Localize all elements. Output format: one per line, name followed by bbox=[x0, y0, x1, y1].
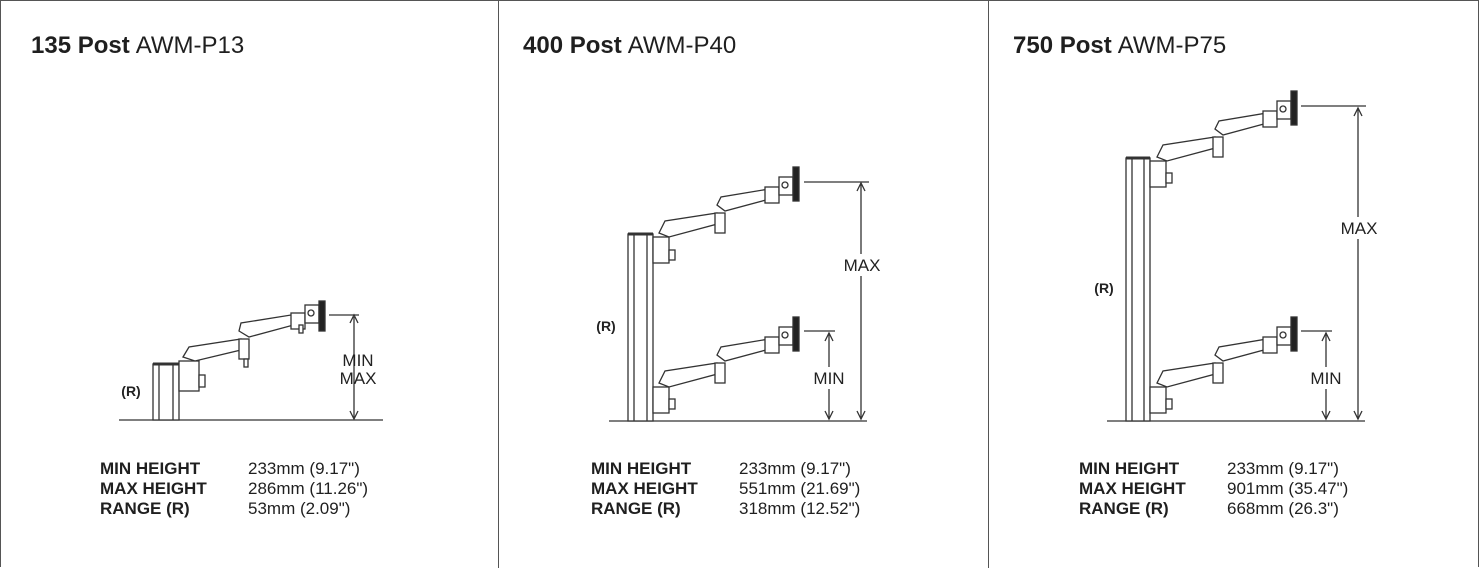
monitor-arm-diagram: (R) MAX MIN bbox=[596, 166, 889, 422]
spec-row-range: RANGE (R)53mm (2.09") bbox=[100, 499, 351, 518]
model-number: AWM-P40 bbox=[627, 32, 737, 59]
post bbox=[1125, 157, 1151, 422]
arm-base-lower bbox=[1149, 386, 1167, 414]
spec-row-range: RANGE (R)668mm (26.3") bbox=[1079, 499, 1339, 518]
max-label: MAX bbox=[340, 369, 377, 388]
model-number: AWM-P75 bbox=[1117, 32, 1227, 59]
post-name: 135 Post bbox=[31, 32, 130, 59]
max-label: MAX bbox=[844, 256, 881, 275]
model-number: AWM-P13 bbox=[135, 32, 245, 59]
monitor-arm-diagram: (R) MIN MAX bbox=[119, 300, 383, 421]
arm-base-lower bbox=[652, 386, 670, 414]
post bbox=[627, 233, 654, 422]
post bbox=[152, 363, 180, 421]
spec-row-range: RANGE (R)318mm (12.52") bbox=[591, 499, 861, 518]
arm-base bbox=[178, 360, 200, 392]
min-label: MIN bbox=[813, 369, 844, 388]
range-label: (R) bbox=[121, 383, 140, 399]
arm-base-upper bbox=[1149, 160, 1167, 188]
min-label: MIN bbox=[342, 351, 373, 370]
max-label: MAX bbox=[1341, 219, 1378, 238]
range-label: (R) bbox=[596, 318, 615, 334]
arm-base-upper bbox=[652, 236, 670, 264]
lower-arm bbox=[182, 338, 246, 362]
monitor-arm-diagram: (R) MAX MIN bbox=[1094, 90, 1386, 422]
range-label: (R) bbox=[1094, 280, 1113, 296]
post-name: 400 Post bbox=[523, 32, 622, 59]
vesa-plate bbox=[318, 300, 326, 332]
min-label: MIN bbox=[1310, 369, 1341, 388]
post-name: 750 Post bbox=[1013, 32, 1112, 59]
